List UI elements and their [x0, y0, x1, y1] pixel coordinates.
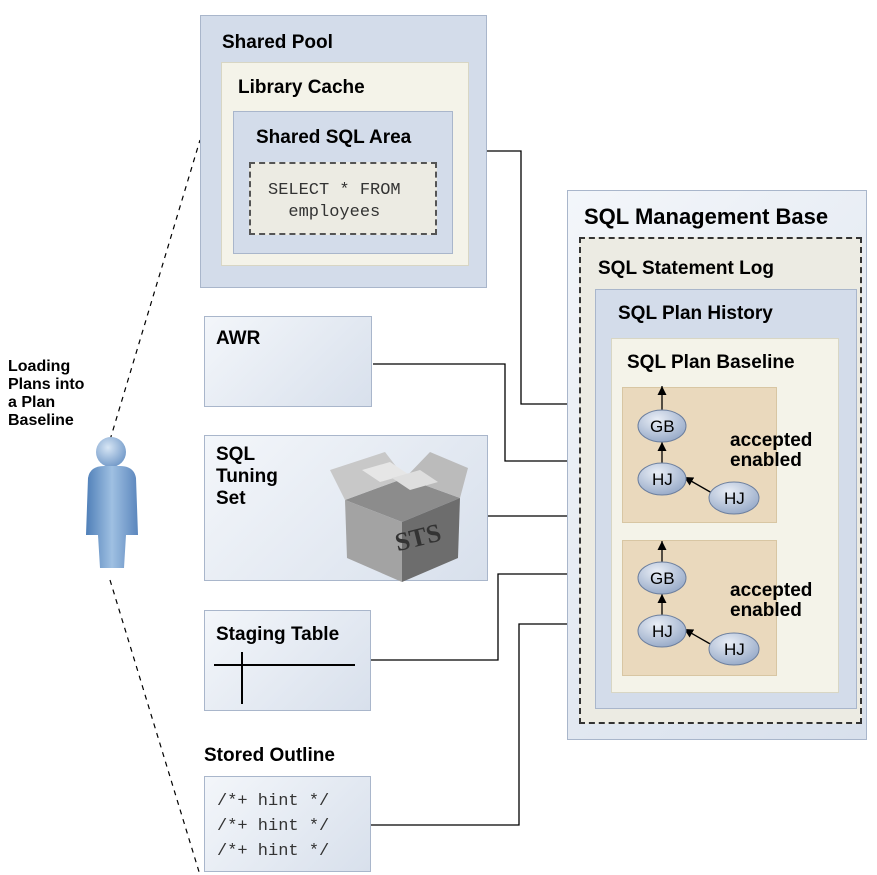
- library-cache-title: Library Cache: [238, 77, 365, 98]
- sql-statement-box: [249, 162, 437, 235]
- plan-baseline-title: SQL Plan Baseline: [627, 352, 795, 373]
- plan-history-title: SQL Plan History: [618, 303, 773, 324]
- statement-log-title: SQL Statement Log: [598, 258, 774, 279]
- awr-title: AWR: [216, 328, 261, 349]
- smb-title: SQL Management Base: [584, 204, 829, 229]
- plan-node-label: GB: [650, 417, 675, 436]
- actor-caption-line: a Plan: [8, 394, 56, 411]
- arrow-staging-to-baseline: [371, 568, 616, 661]
- shared-sql-area-title: Shared SQL Area: [256, 127, 412, 148]
- plan-status: accepted enabled: [730, 580, 813, 621]
- stored-outline-hints: /*+ hint */ /*+ hint */ /*+ hint */: [217, 792, 330, 861]
- staging-table-title: Staging Table: [216, 624, 340, 645]
- awr-box: [204, 316, 372, 407]
- actor-caption: Loading Plans into a Plan Baseline: [8, 358, 84, 430]
- plan-node-label: GB: [650, 569, 675, 588]
- actor-caption-line: Plans into: [8, 376, 85, 393]
- plan-node-label: HJ: [724, 489, 745, 508]
- staging-table-box: [204, 610, 371, 711]
- stored-outline-box: [204, 776, 371, 872]
- sts-title: SQL Tuning Set: [216, 444, 278, 509]
- sightline-bottom: [109, 579, 201, 875]
- plan-status: accepted enabled: [730, 430, 813, 471]
- stored-outline-title: Stored Outline: [204, 745, 335, 766]
- shared-pool-title: Shared Pool: [222, 32, 333, 53]
- actor-caption-line: Loading: [8, 358, 71, 375]
- plan-node-label: HJ: [724, 640, 745, 659]
- sql-statement-text: SELECT * FROM employees: [268, 181, 401, 222]
- actor-caption-line: Baseline: [8, 412, 74, 429]
- sightline-top: [109, 139, 201, 441]
- plan-node-label: HJ: [652, 622, 673, 641]
- plan-node-label: HJ: [652, 470, 673, 489]
- arrow-awr-to-baseline: [373, 363, 616, 467]
